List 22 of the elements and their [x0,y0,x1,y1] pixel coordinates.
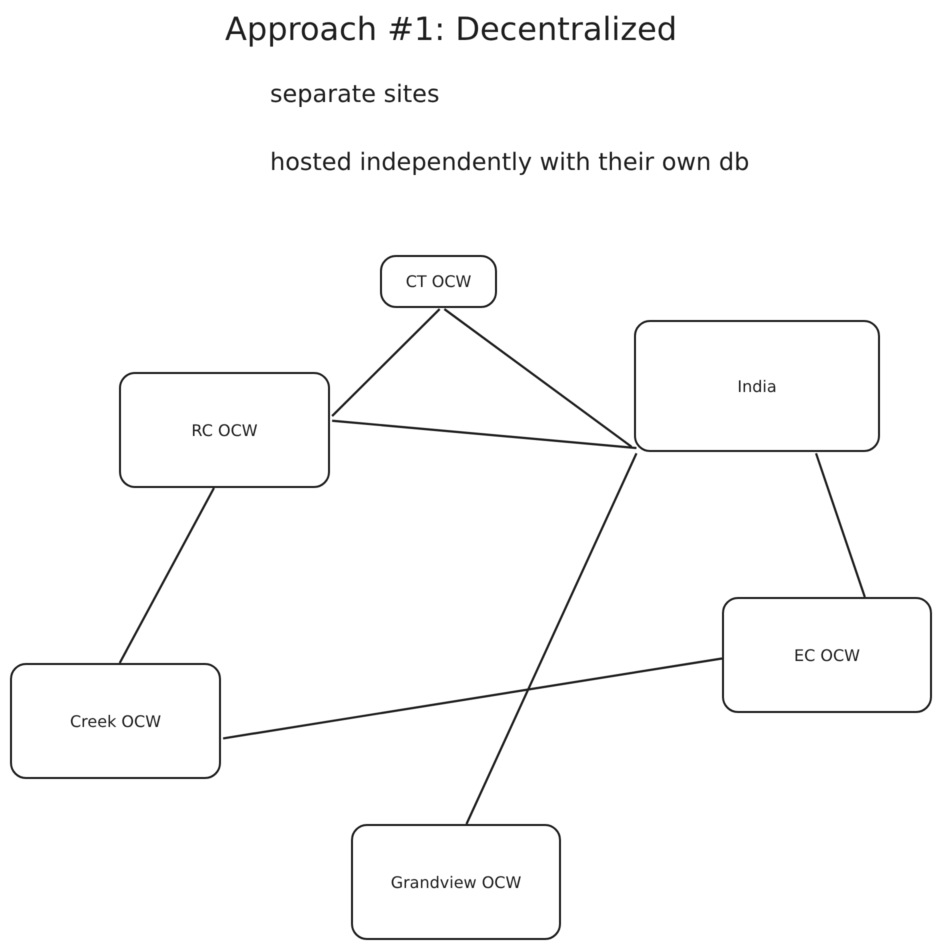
site-box [351,824,561,940]
site-box [722,597,932,713]
site-box [380,255,497,308]
connector-line [118,487,215,664]
site-box [634,320,880,452]
node-label: Creek OCW [70,712,162,730]
connector-line [332,420,637,450]
diagram-title: Approach #1: Decentralized [225,10,678,48]
note-text: separate sites [270,80,440,108]
connector-line [466,452,638,824]
node-label: RC OCW [191,420,258,440]
node-label: EC OCW [794,646,860,664]
note-text: hosted independently with their own db [270,148,750,176]
connector-line [222,657,722,740]
node-label: Grandview OCW [390,872,522,892]
node-label: CT OCW [406,272,472,291]
node-label: India [737,376,777,396]
site-box [119,372,330,488]
connector-line [331,308,440,417]
connector-line [444,308,632,448]
connector-line [815,452,866,598]
site-box [10,663,221,779]
